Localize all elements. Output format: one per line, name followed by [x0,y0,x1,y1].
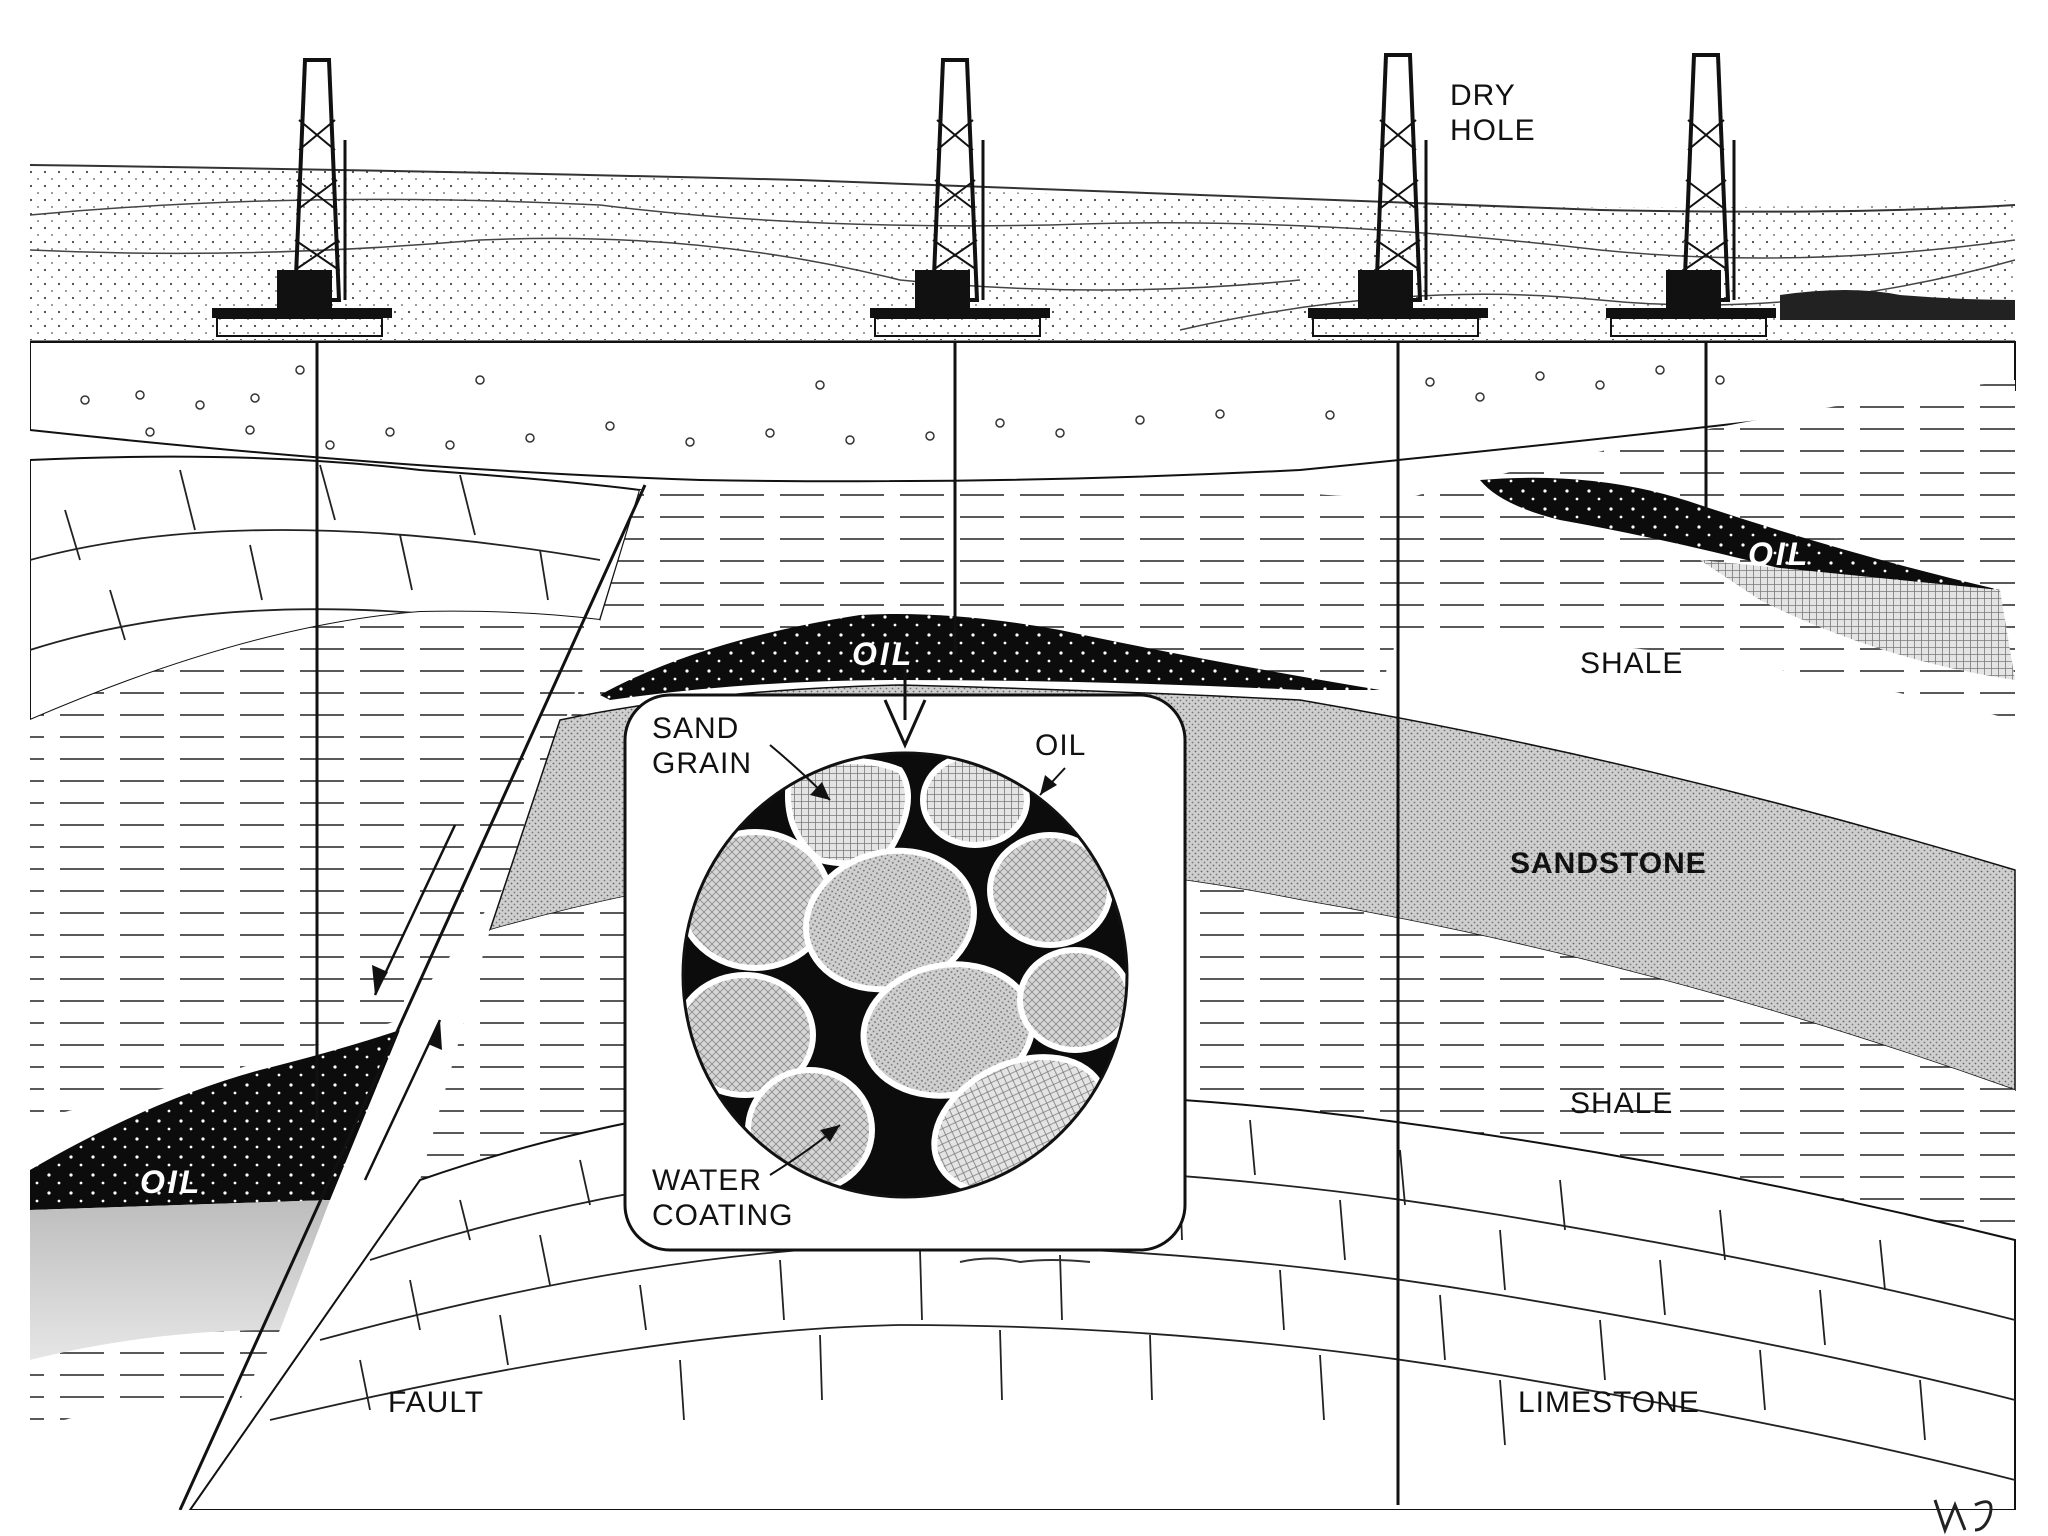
water-coating-label: WATER [652,1164,762,1197]
fault-line [178,484,647,1510]
oil-trap-right [1480,477,2000,590]
pore-inset [623,655,1187,1252]
gravel-layer [30,341,2016,483]
shale-lower-label: SHALE [1570,1087,1673,1120]
inset-oil-label: OIL [1035,729,1086,762]
down-arrow-icon [883,655,927,749]
fault-arrow-icon [363,1019,442,1181]
well-bores [315,342,1708,1505]
drilling-rig-icon [1308,53,1488,337]
surface-hills [29,164,2016,340]
shale-upper-label: SHALE [1580,647,1683,680]
shale-upper [570,482,2015,720]
drilling-rig-icon [870,58,1050,337]
oil-trap-center [600,614,1380,700]
oil-label-center: OIL [852,636,914,672]
dry-hole-label: HOLE [1450,114,1536,147]
engraver-mark [959,1257,1091,1264]
oil-label-right: OIL [1748,536,1810,572]
sand-grain-label: GRAIN [652,747,752,780]
water-zone-right [1700,560,2015,680]
artist-signature [1933,1499,1993,1535]
shale-left [30,611,600,1120]
fault-arrow-icon [373,824,457,996]
gravel-pebbles [80,365,1725,450]
sandstone-label: SANDSTONE [1510,847,1707,880]
drilling-rig-icon [212,58,392,337]
water-zone-left [30,1200,330,1360]
fault-label: FAULT [388,1386,484,1419]
drilling-rig-icon [1606,53,1776,337]
limestone-label: LIMESTONE [1518,1386,1700,1419]
shale-left-lower [30,1330,280,1430]
oil-trap-left [30,1030,400,1210]
oil-label-left: OIL [140,1164,202,1200]
sand-grain-label: SAND [652,712,739,745]
water-coating-label: COATING [652,1199,793,1232]
dry-hole-label: DRY [1450,79,1516,112]
